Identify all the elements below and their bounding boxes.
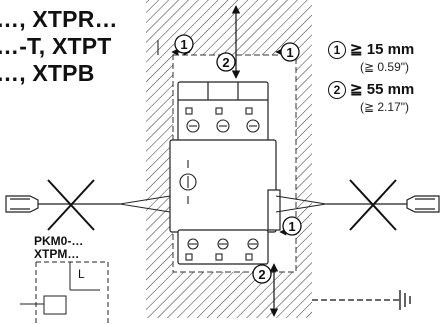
- legend-marker-1: 1: [328, 41, 346, 59]
- schematic-fragment: [20, 261, 109, 324]
- legend-row-2: 2≧ 55 mm: [328, 80, 414, 99]
- title-line-2: …-T, XTPT: [0, 33, 112, 59]
- legend-row-1: 1≧ 15 mm: [328, 40, 414, 59]
- legend-inch-2: (≧ 2.17"): [360, 100, 409, 114]
- ground-symbol: [312, 290, 411, 310]
- svg-text:2: 2: [222, 55, 229, 70]
- svg-text:1: 1: [288, 219, 295, 234]
- marker-1-top-left-text: 1: [180, 37, 187, 52]
- legend-marker-2: 2: [328, 81, 346, 99]
- device-label-pkm0: PKM0-…: [34, 234, 84, 248]
- screwdriver-left: [5, 195, 120, 213]
- bottom-terminals: [185, 238, 259, 261]
- title-line-1: …, XTPR…: [0, 6, 118, 32]
- screwdriver-right: [326, 195, 440, 213]
- top-terminals: [185, 107, 260, 133]
- schematic-letter: L: [78, 267, 85, 281]
- device-body: [169, 81, 281, 265]
- cross-right: [349, 179, 397, 231]
- hatched-mounting-area: [146, 0, 312, 318]
- marker-1-bottom-right: [282, 216, 302, 236]
- legend-value-1: ≧ 15 mm: [350, 41, 415, 58]
- cross-left: [47, 179, 95, 231]
- marker-2-bottom: [252, 264, 272, 284]
- marker-2-top: [216, 52, 236, 72]
- rotary-knob: [179, 160, 197, 204]
- title-line-3: …, XTPB: [0, 60, 95, 86]
- legend-inch-1: (≧ 0.59"): [360, 60, 409, 74]
- marker-1-top-right: [280, 42, 300, 62]
- legend-value-2: ≧ 55 mm: [350, 81, 415, 98]
- marker-1-top-left: [174, 34, 194, 54]
- device-label-xtpm: XTPM…: [34, 247, 80, 261]
- svg-text:2: 2: [258, 267, 265, 282]
- svg-text:1: 1: [286, 45, 293, 60]
